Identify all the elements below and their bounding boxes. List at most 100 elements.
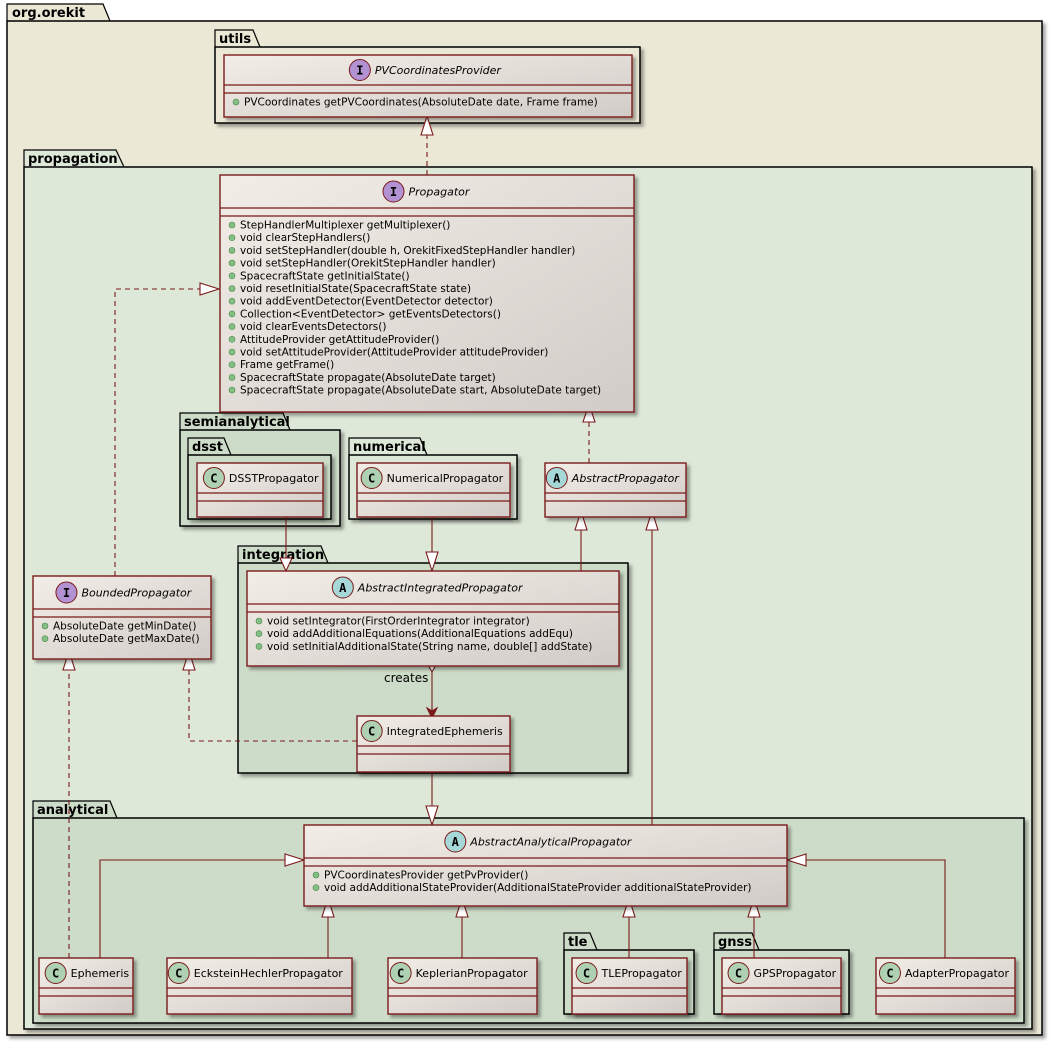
package-label: analytical	[37, 803, 108, 818]
class-member: StepHandlerMultiplexer getMultiplexer()	[240, 220, 450, 232]
abstract-class-stereotype-icon: A	[444, 830, 467, 853]
svg-text:A: A	[452, 835, 460, 849]
svg-text:C: C	[52, 967, 59, 981]
public-visibility-icon	[312, 871, 320, 879]
interface-stereotype-icon: I	[55, 581, 78, 604]
class-member: SpacecraftState getInitialState()	[240, 270, 410, 282]
arrowhead-realization	[420, 114, 434, 136]
arrowhead-realization	[199, 282, 221, 296]
class-member: void addAdditionalEquations(AdditionalEq…	[267, 628, 573, 640]
class-box	[544, 462, 687, 518]
class-name: Propagator	[409, 186, 471, 199]
svg-text:A: A	[339, 581, 347, 595]
interface-stereotype-icon: I	[382, 180, 405, 203]
abstract-integrated-propagator-class: A AbstractIntegratedPropagator void setInt…	[246, 570, 620, 667]
arrowhead-generalization	[574, 509, 588, 531]
class-box	[223, 54, 633, 118]
class-member: void addAdditionalStateProvider(Addition…	[324, 882, 752, 894]
class-member: void setStepHandler(OrekitStepHandler ha…	[240, 258, 496, 270]
package-label: dsst	[192, 440, 223, 455]
public-visibility-icon	[228, 323, 236, 330]
class-member: Frame getFrame()	[240, 359, 334, 371]
abstract-class-stereotype-icon: A	[331, 576, 354, 599]
class-member: void addEventDetector(EventDetector dete…	[240, 296, 493, 308]
public-visibility-icon	[312, 884, 320, 892]
class-member: AbsoluteDate getMinDate()	[53, 621, 197, 633]
public-visibility-icon	[255, 643, 263, 650]
class-stereotype-icon: C	[389, 962, 412, 984]
class-member: void resetInitialState(SpacecraftState s…	[240, 283, 471, 295]
package-label: tle	[568, 935, 588, 950]
edge-adapter-abstractana	[806, 859, 946, 958]
public-visibility-icon	[228, 272, 236, 280]
edge-bounded-propagator	[114, 288, 200, 576]
public-visibility-icon	[228, 374, 236, 381]
abstract-class-stereotype-icon: A	[545, 467, 568, 489]
public-visibility-icon	[228, 348, 236, 356]
class-member: void setStepHandler(double h, OrekitFixe…	[240, 245, 575, 257]
arrowhead-generalization	[425, 805, 439, 827]
class-name: TLEPropagator	[601, 967, 683, 980]
package-label: utils	[219, 32, 251, 47]
class-member: SpacecraftState propagate(AbsoluteDate t…	[240, 372, 496, 384]
package-label: integration	[242, 548, 324, 563]
public-visibility-icon	[228, 247, 236, 254]
class-member: SpacecraftState propagate(AbsoluteDate s…	[240, 385, 601, 397]
svg-text:C: C	[583, 967, 590, 981]
public-visibility-icon	[41, 635, 49, 643]
public-visibility-icon	[228, 285, 236, 292]
class-member: PVCoordinatesProvider getPvProvider()	[324, 870, 528, 882]
class-stereotype-icon: C	[360, 720, 383, 742]
public-visibility-icon	[232, 98, 240, 106]
public-visibility-icon	[41, 622, 49, 630]
arrowhead-generalization	[645, 509, 659, 531]
class-member: Collection<EventDetector> getEventsDetec…	[240, 308, 501, 320]
class-member: PVCoordinates getPVCoordinates(AbsoluteD…	[244, 97, 598, 109]
class-stereotype-icon: C	[167, 962, 190, 984]
arrowhead-realization	[62, 649, 76, 671]
class-box	[356, 462, 511, 518]
public-visibility-icon	[255, 630, 263, 638]
class-name: PVCoordinatesProvider	[375, 64, 503, 77]
arrowhead-association	[425, 706, 439, 720]
package-label: org.orekit	[12, 6, 85, 21]
integrated-ephemeris-class: C IntegratedEphemeris	[356, 715, 511, 773]
class-member: void clearEventsDetectors()	[240, 321, 386, 333]
class-name: AbstractIntegratedPropagator	[357, 582, 524, 595]
class-member: AbsoluteDate getMaxDate()	[53, 633, 200, 645]
package-label: semianalytical	[184, 415, 290, 430]
class-member: void setIntegrator(FirstOrderIntegrator …	[267, 616, 530, 628]
arrowhead-generalization	[284, 853, 306, 867]
public-visibility-icon	[228, 361, 236, 369]
public-visibility-icon	[228, 297, 236, 305]
package-label: propagation	[28, 152, 118, 167]
svg-text:I: I	[356, 64, 363, 78]
public-visibility-icon	[228, 310, 236, 318]
class-member: void clearStepHandlers()	[240, 232, 370, 244]
class-box	[246, 570, 620, 667]
class-name: AdapterPropagator	[905, 967, 1010, 980]
class-name: GPSPropagator	[754, 967, 837, 980]
arrowhead-generalization	[425, 551, 439, 573]
dsst-propagator-class: C DSSTPropagator	[196, 462, 324, 518]
svg-text:C: C	[210, 472, 217, 486]
class-name: DSSTPropagator	[229, 472, 319, 485]
class-name: IntegratedEphemeris	[387, 725, 503, 738]
svg-text:A: A	[553, 472, 561, 486]
arrowhead-realization	[582, 402, 596, 423]
arrowhead-generalization	[785, 853, 807, 867]
class-stereotype-icon: C	[360, 467, 383, 489]
class-box	[166, 957, 353, 1015]
arrowhead-generalization	[622, 896, 636, 918]
public-visibility-icon	[228, 335, 236, 343]
